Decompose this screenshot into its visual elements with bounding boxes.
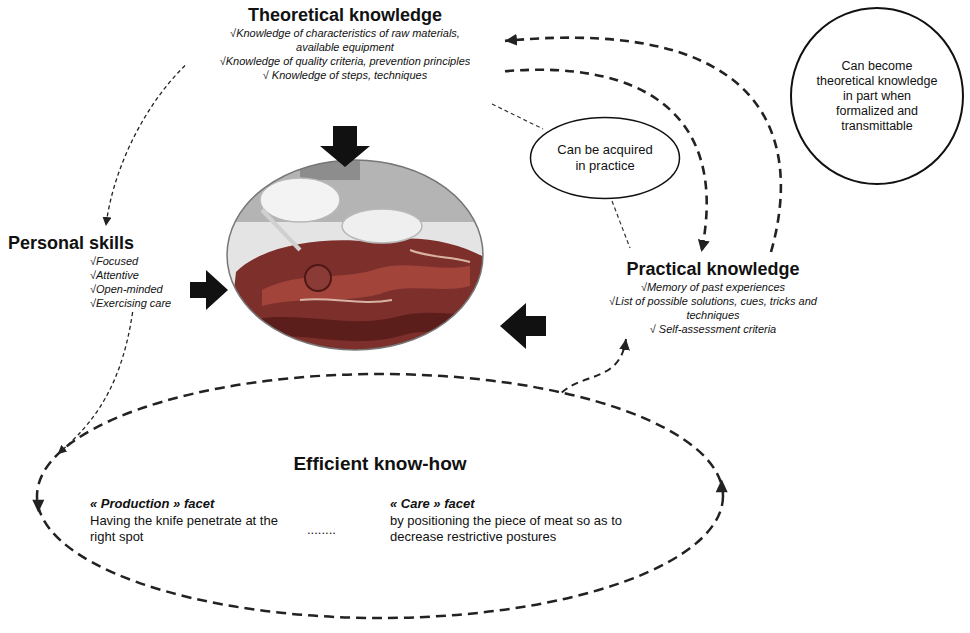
- knowledge-block: Practical knowledge√Memory of past exper…: [568, 252, 858, 339]
- meat-texture: [262, 265, 470, 306]
- text-label: √Knowledge of characteristics of raw mat…: [209, 26, 481, 54]
- leader-line: [492, 104, 543, 129]
- dashed-connector: [505, 70, 707, 252]
- note-ellipse: Can be acquired in practice: [529, 116, 681, 200]
- text-label: by positioning the piece of meat so as t…: [390, 513, 622, 545]
- block-arrow: [190, 270, 228, 310]
- dashed-connector: [505, 38, 781, 252]
- text-label: √Focused: [90, 254, 186, 268]
- text-label: √Memory of past experiences: [588, 280, 838, 294]
- ellipse-outline: [791, 8, 963, 184]
- meat-lump: [305, 265, 331, 291]
- meat-piece: [226, 238, 492, 362]
- text-label: Can be acquired in practice: [553, 142, 657, 174]
- ellipse-outline: [531, 118, 680, 199]
- text-label: « Care » facet: [390, 496, 475, 512]
- text-label: Practical knowledge: [568, 258, 858, 280]
- knowledge-block: Theoretical knowledge√Knowledge of chara…: [185, 4, 505, 86]
- note-ellipse: Can become theoretical knowledge in part…: [789, 6, 965, 186]
- photo-frame: [227, 160, 483, 350]
- text-label: Personal skills: [8, 232, 186, 254]
- dashed-connector: [106, 66, 185, 227]
- block-arrow: [500, 303, 546, 349]
- fat-streak: [300, 299, 392, 302]
- dashed-ellipse: [37, 374, 723, 618]
- cycle-arrowhead: [32, 500, 44, 513]
- knife-blade: [262, 210, 300, 250]
- block-arrow: [320, 126, 370, 167]
- dashed-connector: [562, 339, 626, 393]
- text-label: √Attentive: [90, 268, 186, 282]
- dashed-connector: [58, 312, 133, 454]
- meat-photo: [220, 150, 492, 362]
- text-label: Theoretical knowledge: [185, 4, 505, 26]
- glove-hand: [342, 209, 422, 243]
- text-label: Efficient know-how: [35, 452, 725, 475]
- text-label: √ Self-assessment criteria: [588, 322, 838, 336]
- leader-line: [612, 201, 630, 248]
- text-label: √Knowledge of quality criteria, preventi…: [209, 54, 481, 68]
- text-label: √Open-minded: [90, 282, 186, 296]
- text-label: « Production » facet: [90, 496, 214, 512]
- text-label: Can become theoretical knowledge in part…: [816, 59, 938, 134]
- cycle-arrowhead: [716, 479, 728, 492]
- text-label: Having the knife penetrate at the right …: [90, 513, 290, 545]
- glove-hand: [260, 178, 340, 222]
- know-how-ellipse: Efficient know-how « Production » facetHa…: [35, 372, 725, 620]
- text-label: √Exercising care: [90, 296, 186, 310]
- text-label: √List of possible solutions, cues, trick…: [588, 294, 838, 322]
- skills-block: Personal skills√Focused√Attentive√Open-m…: [8, 226, 186, 312]
- text-label: ........: [307, 522, 336, 538]
- fat-streak: [410, 250, 470, 262]
- text-label: √ Knowledge of steps, techniques: [209, 68, 481, 82]
